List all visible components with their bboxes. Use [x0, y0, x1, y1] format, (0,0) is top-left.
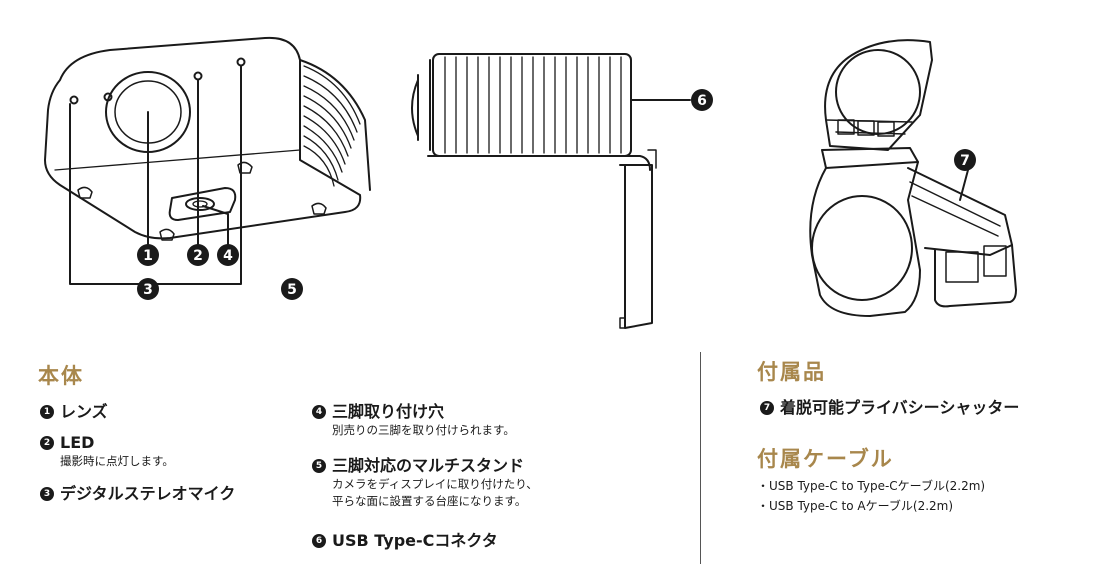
part-microphone: 3 デジタルステレオマイク: [40, 484, 235, 504]
part-title: 三脚対応のマルチスタンド: [332, 456, 525, 475]
part-description: 撮影時に点灯します。: [60, 454, 174, 468]
privacy-shutter-illustration: [809, 39, 1017, 317]
marker-3: 3: [137, 278, 159, 300]
marker-2: 2: [187, 244, 209, 266]
section-divider: [700, 352, 701, 564]
svg-text:2: 2: [193, 248, 203, 264]
part-led: 2 LED 撮影時に点灯します。: [40, 433, 174, 470]
part-title: デジタルステレオマイク: [60, 484, 236, 503]
camera-side-illustration: [411, 53, 691, 329]
part-title: レンズ: [60, 402, 108, 421]
part-number: 5: [312, 459, 326, 473]
part-description: カメラをディスプレイに取り付けたり、: [332, 477, 538, 491]
accessories-heading: 付属品: [757, 360, 826, 384]
part-number: 6: [312, 534, 326, 548]
part-number: 7: [760, 401, 774, 415]
svg-text:6: 6: [697, 93, 707, 109]
part-lens: 1 レンズ: [40, 402, 108, 422]
svg-text:4: 4: [223, 248, 233, 264]
accessory-privacy-shutter: 7 着脱可能プライバシーシャッター: [760, 398, 1019, 418]
marker-5: 5: [281, 278, 303, 300]
part-title: 三脚取り付け穴: [332, 402, 445, 421]
marker-7: 7: [954, 149, 976, 171]
part-description: 平らな面に設置する台座になります。: [332, 494, 527, 508]
part-title: LED: [60, 433, 95, 452]
part-number: 3: [40, 487, 54, 501]
svg-text:3: 3: [143, 282, 153, 298]
cable-item: ・USB Type-C to Aケーブル(2.2m): [757, 499, 954, 513]
marker-6: 6: [691, 89, 713, 111]
part-multi-stand: 5 三脚対応のマルチスタンド カメラをディスプレイに取り付けたり、 平らな面に設…: [312, 456, 538, 510]
illustration-layer: 1 2 3 4 5 6 7: [44, 36, 1017, 329]
camera-front-illustration: [44, 36, 371, 285]
main-heading: 本体: [38, 364, 84, 388]
marker-1: 1: [137, 244, 159, 266]
cables-heading: 付属ケーブル: [757, 447, 894, 471]
svg-text:7: 7: [960, 153, 970, 169]
part-number: 1: [40, 405, 54, 419]
cable-item: ・USB Type-C to Type-Cケーブル(2.2m): [757, 479, 986, 493]
part-usb-connector: 6 USB Type-Cコネクタ: [312, 531, 498, 551]
part-description: 別売りの三脚を取り付けられます。: [332, 423, 515, 437]
part-title: 着脱可能プライバシーシャッター: [780, 398, 1020, 417]
svg-text:5: 5: [287, 282, 297, 298]
svg-text:1: 1: [143, 248, 153, 264]
part-number: 4: [312, 405, 326, 419]
part-title: USB Type-Cコネクタ: [332, 531, 498, 550]
marker-4: 4: [217, 244, 239, 266]
part-number: 2: [40, 436, 54, 450]
part-tripod-hole: 4 三脚取り付け穴 別売りの三脚を取り付けられます。: [312, 402, 515, 439]
